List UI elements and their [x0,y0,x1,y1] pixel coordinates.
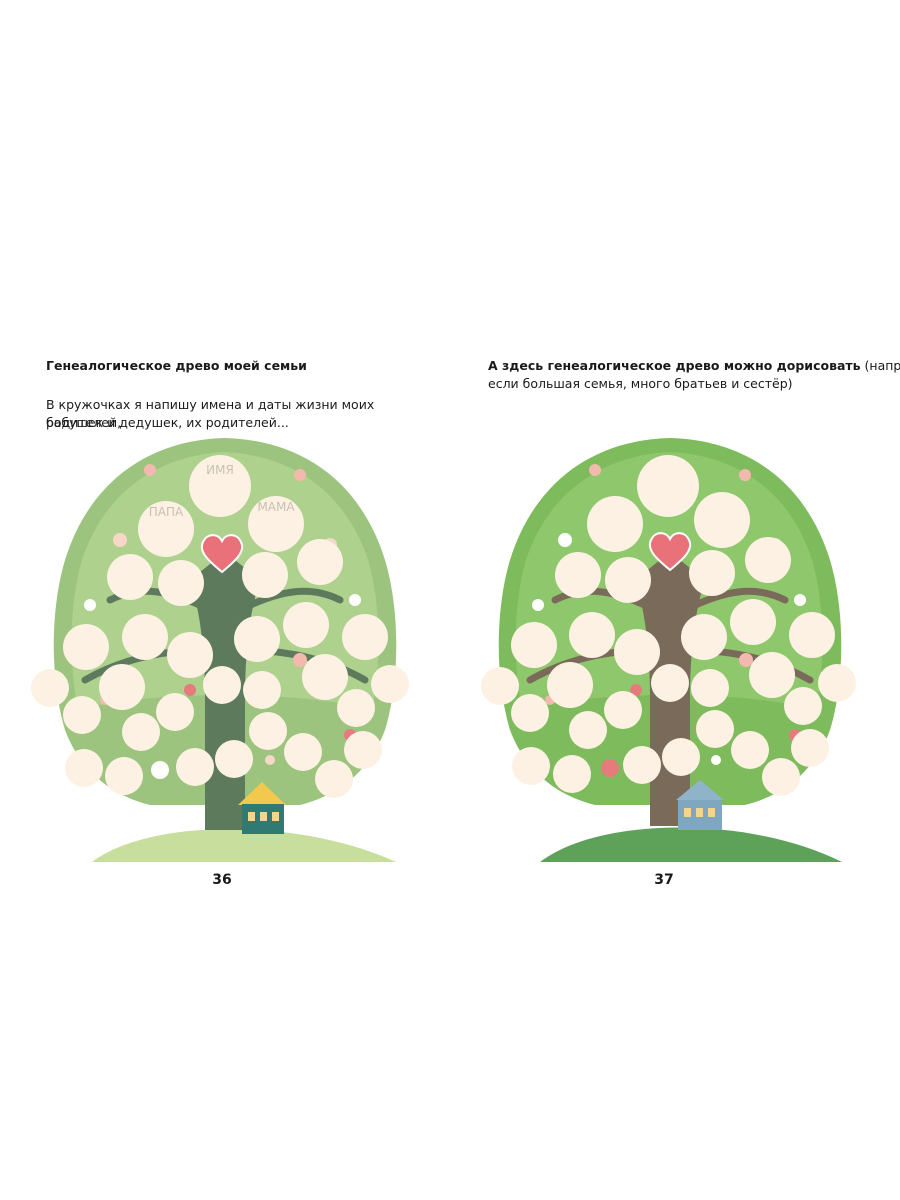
name-circles [481,455,856,796]
house-icon [238,782,286,834]
page-number: 36 [212,872,232,888]
blossoms [84,464,361,779]
right-page: А здесь генеалогическое древо можно дори… [450,0,900,1200]
page-title: Генеалогическое древо моей семьи [46,358,307,373]
ground [540,827,842,862]
intro-line-2: бабушек и дедушек, их родителей... [46,415,289,430]
family-tree-left: ИМЯ ПАПА МАМА [31,438,409,862]
heart-icon [648,532,692,572]
title-bold: А здесь генеалогическое древо можно дори… [488,358,861,373]
house-icon [676,780,724,830]
intro-line-2: если большая семья, много братьев и сест… [488,376,793,391]
label-name: ИМЯ [206,463,234,477]
page-title: А здесь генеалогическое древо можно дори… [488,357,900,375]
ground [92,829,396,862]
name-circles [31,455,409,798]
left-page: ИМЯ ПАПА МАМА Генеалогическое древо моей… [31,358,409,888]
intro-line-1: В кружочках я напишу имена и даты жизни … [46,397,375,430]
heart-icon [200,534,244,574]
label-dad: ПАПА [149,505,184,519]
family-tree-right [481,438,856,862]
title-rest: (например, [864,358,900,373]
page-number: 37 [654,872,674,888]
label-mom: МАМА [257,500,295,514]
